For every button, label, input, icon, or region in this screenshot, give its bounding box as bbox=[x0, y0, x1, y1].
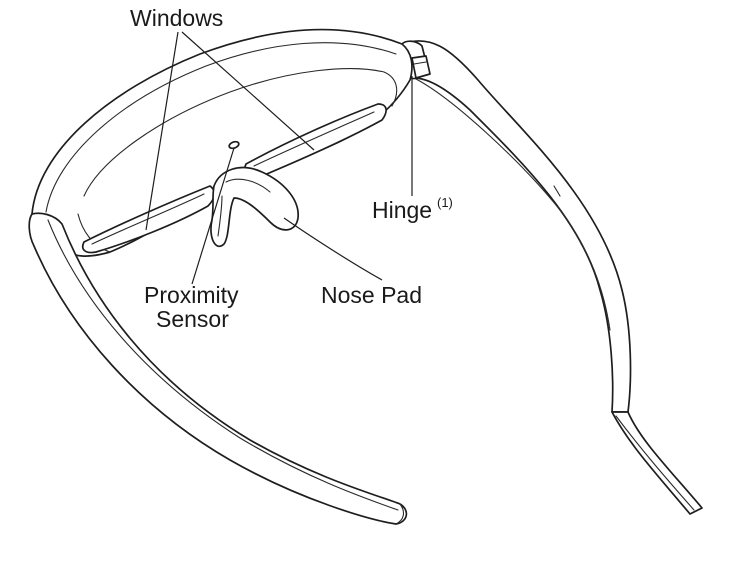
nose-pad bbox=[210, 166, 299, 248]
leader-lines bbox=[145, 31, 413, 285]
windows-leader-right bbox=[181, 31, 315, 151]
proximity-leader bbox=[191, 147, 235, 285]
windows-leader-left bbox=[145, 31, 179, 231]
proximity-label-line1: Proximity bbox=[144, 282, 239, 308]
hinge-label-text: Hinge bbox=[372, 197, 432, 223]
hinge-label: Hinge bbox=[372, 197, 432, 223]
proximity-label-line2: Sensor bbox=[156, 306, 229, 332]
right-temple-arm bbox=[401, 39, 703, 515]
labels: Windows Hinge (1) Proximity Sensor Nose … bbox=[130, 5, 453, 332]
left-temple-arm bbox=[28, 212, 408, 525]
hinge-footnote: (1) bbox=[437, 195, 453, 210]
proximity-sensor bbox=[228, 140, 240, 150]
nose-pad-label: Nose Pad bbox=[321, 282, 422, 308]
windows-label: Windows bbox=[130, 5, 223, 31]
nose-pad-leader bbox=[283, 217, 383, 281]
